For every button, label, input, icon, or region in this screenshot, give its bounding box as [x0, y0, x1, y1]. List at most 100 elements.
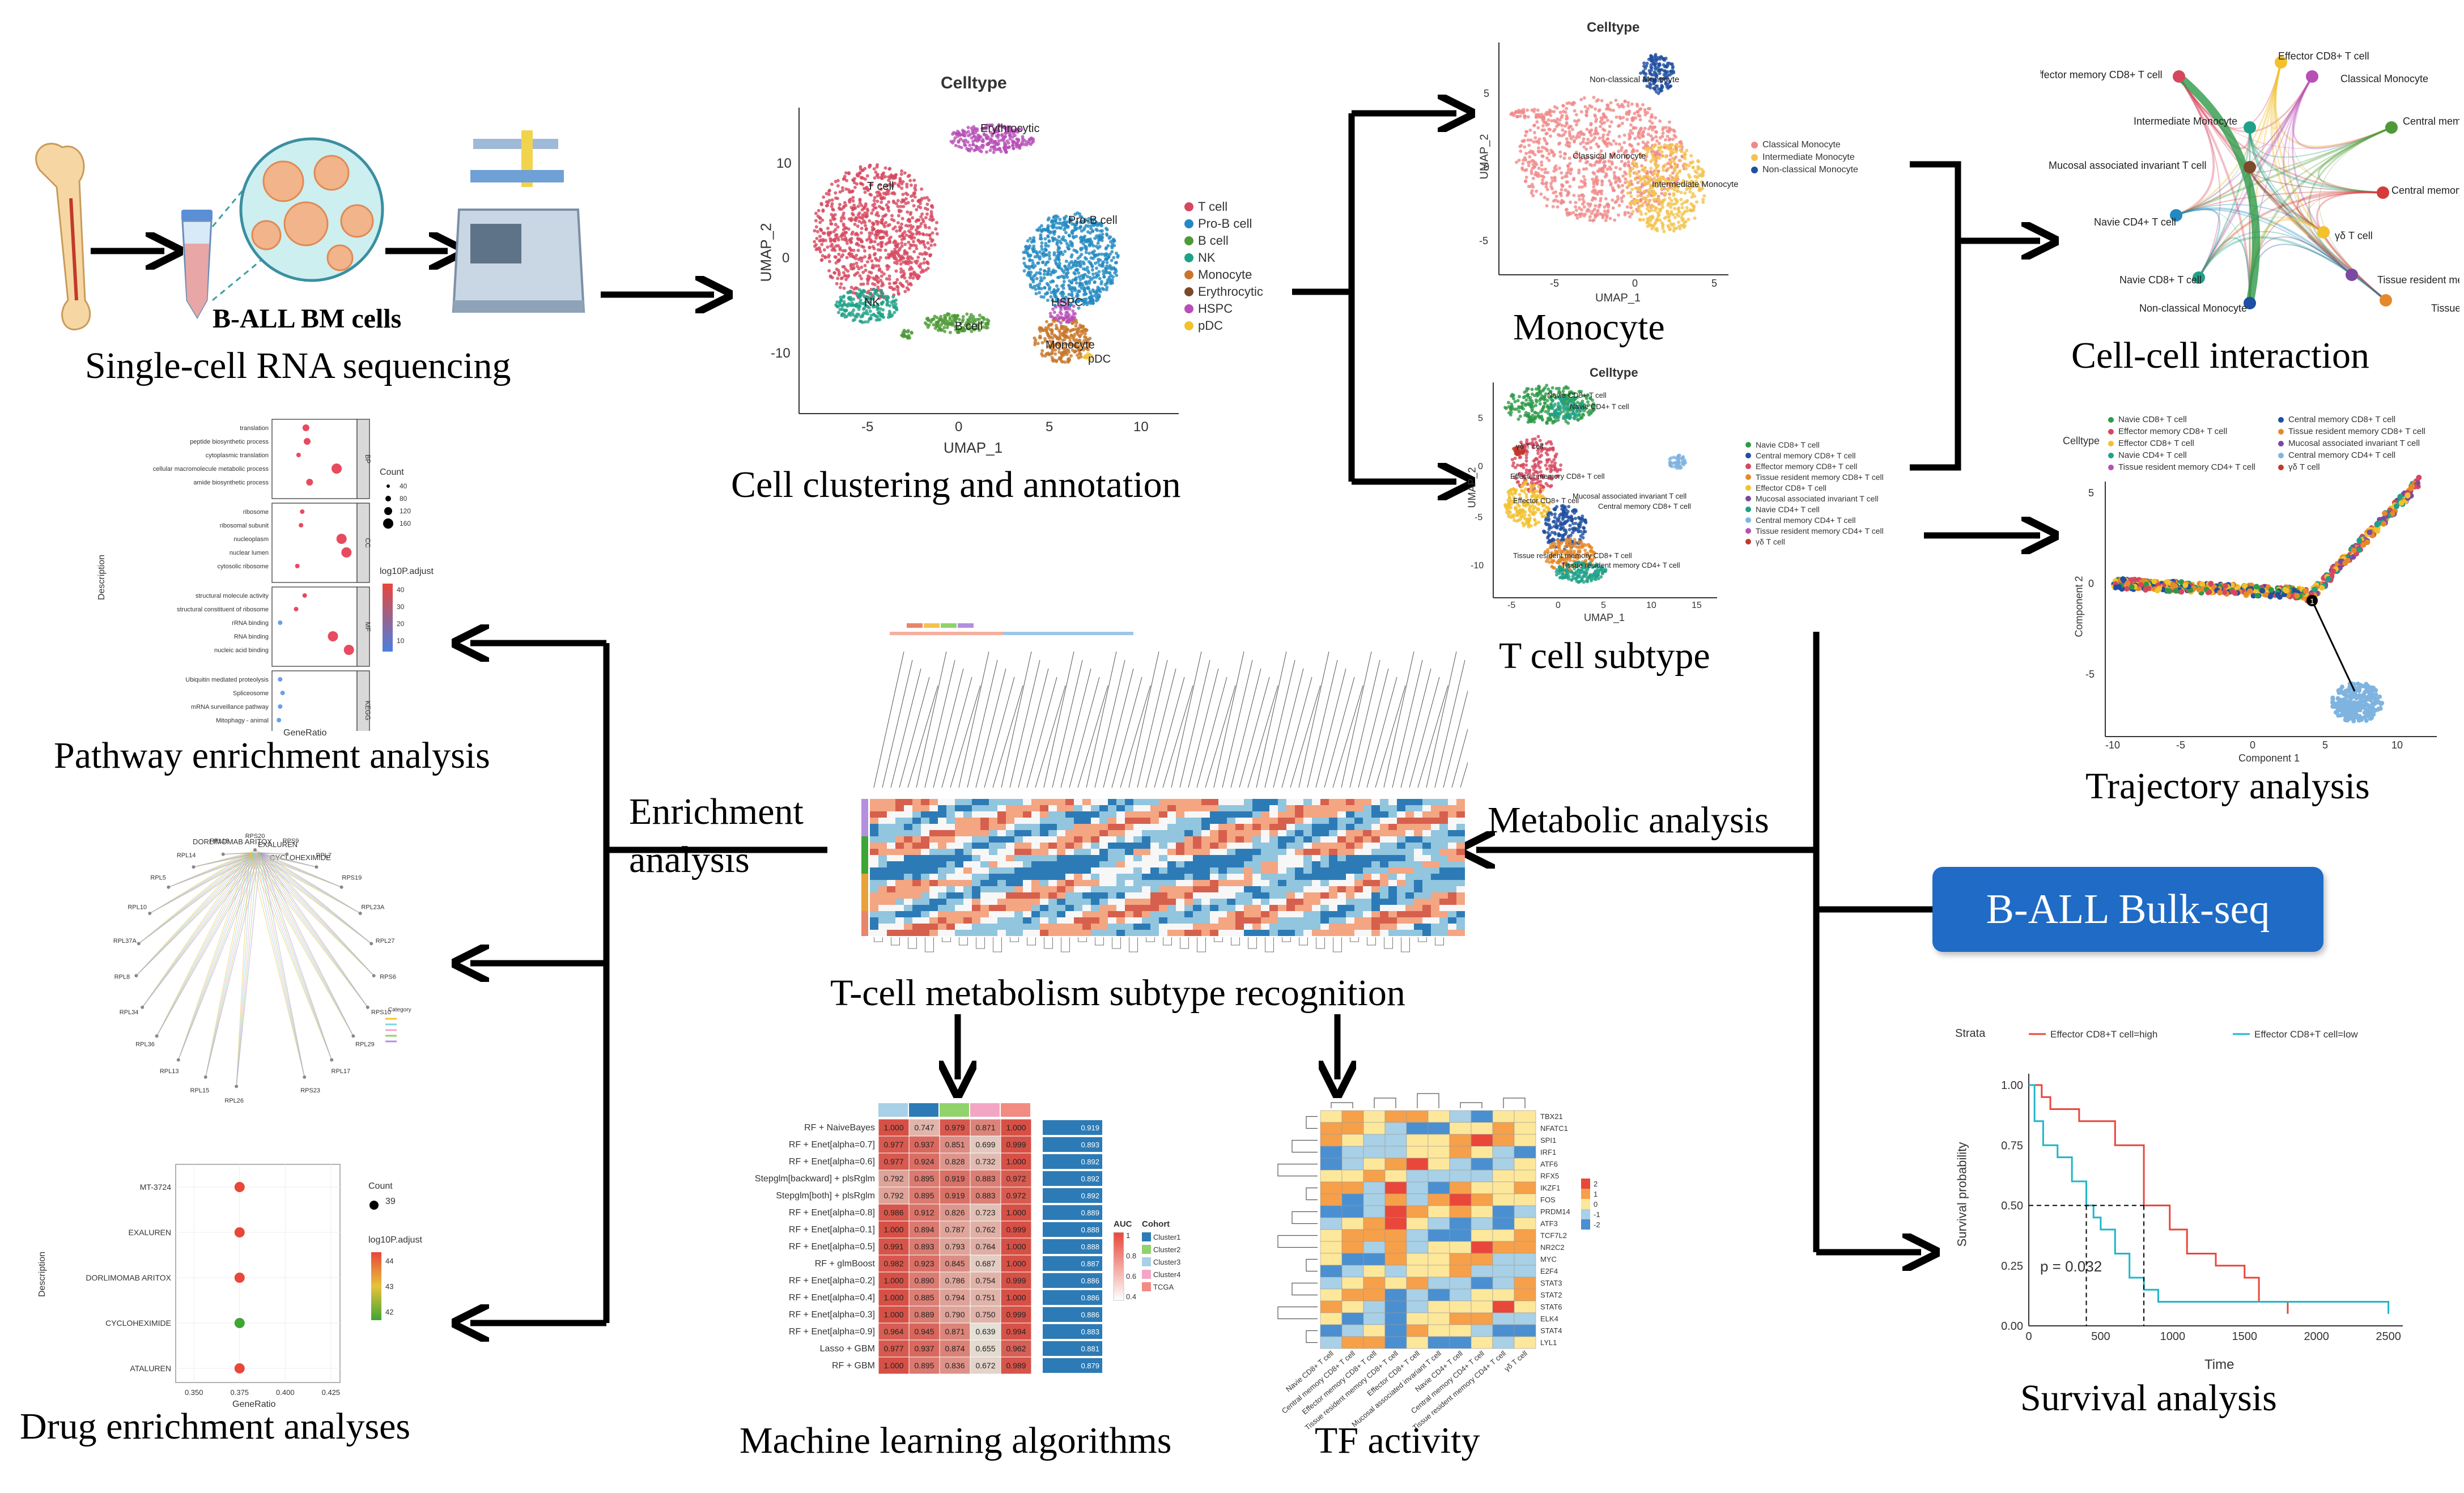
cell-dot — [1646, 110, 1650, 114]
cell-dot — [903, 276, 907, 280]
cell-dot — [1584, 147, 1588, 151]
cell-dot — [1541, 388, 1545, 392]
cell-dot — [838, 190, 842, 194]
cell-dot — [818, 220, 822, 224]
cell-dot — [1047, 216, 1051, 220]
cell-dot — [1586, 141, 1590, 145]
cell-dot — [1105, 261, 1109, 265]
cell-dot — [973, 327, 977, 331]
legend-swatch — [1184, 304, 1193, 313]
cell-dot — [1525, 438, 1529, 442]
cell-dot — [1592, 182, 1596, 186]
cell-dot — [1515, 114, 1519, 118]
cell-dot — [826, 227, 830, 231]
cell-dot — [881, 308, 885, 312]
cell-dot — [1056, 275, 1060, 279]
cell-dot — [865, 309, 869, 313]
cell-dot — [865, 260, 869, 264]
cell-dot — [1650, 121, 1654, 125]
cell-dot — [1087, 243, 1091, 246]
cell-dot — [879, 187, 883, 191]
cell-dot — [1609, 181, 1613, 185]
cell-dot — [987, 142, 991, 146]
cell-dot — [1662, 177, 1666, 181]
cell-dot — [1527, 508, 1531, 512]
cell-dot — [1588, 163, 1592, 167]
cell-dot — [1627, 112, 1631, 116]
cell-dot — [1640, 164, 1644, 168]
cell-dot — [1008, 133, 1012, 137]
cell-dot — [1639, 212, 1643, 216]
cell-dot — [1659, 182, 1663, 186]
cell-dot — [1576, 418, 1580, 422]
cell-dot — [1622, 133, 1626, 137]
cell-dot — [1628, 135, 1632, 139]
cell-dot — [1677, 209, 1681, 213]
cell-dot — [961, 318, 965, 322]
cell-dot — [1646, 204, 1650, 208]
cell-dot — [906, 330, 910, 334]
cell-dot — [1532, 517, 1536, 521]
cell-dot — [1678, 227, 1682, 231]
cell-dot — [1578, 185, 1582, 189]
cell-dot — [1566, 164, 1570, 168]
cell-dot — [929, 253, 933, 257]
cell-dot — [1605, 167, 1609, 171]
cell-dot — [1554, 419, 1558, 423]
cell-dot — [1658, 136, 1662, 140]
cell-dot — [922, 261, 926, 265]
cell-dot — [1649, 78, 1653, 82]
cell-dot — [1574, 150, 1578, 154]
cell-dot — [1592, 132, 1596, 136]
cell-dot — [842, 216, 846, 220]
cell-dot — [1524, 389, 1528, 393]
cell-dot — [1665, 77, 1669, 81]
cell-dot — [1105, 228, 1109, 232]
cell-dot — [1564, 130, 1567, 134]
cell-dot — [1669, 222, 1673, 226]
cell-dot — [1512, 397, 1516, 401]
cell-dot — [864, 269, 868, 273]
cluster-label: Monocyte — [1046, 339, 1095, 351]
cell-dot — [914, 188, 917, 192]
cell-dot — [1603, 160, 1607, 164]
cell-dot — [1653, 161, 1657, 165]
cell-dot — [961, 129, 965, 133]
cell-dot — [1069, 343, 1073, 347]
cell-dot — [1042, 276, 1046, 280]
cell-dot — [869, 317, 873, 321]
cell-dot — [1626, 160, 1630, 164]
cell-dot — [1561, 104, 1565, 108]
cell-dot — [860, 265, 864, 269]
cell-dot — [1560, 114, 1564, 118]
cell-dot — [1567, 396, 1571, 400]
cell-dot — [1664, 163, 1668, 167]
cell-dot — [1569, 137, 1573, 141]
legend-swatch — [1184, 253, 1193, 262]
cell-dot — [961, 314, 965, 318]
cell-dot — [882, 315, 886, 319]
cell-dot — [1103, 283, 1107, 287]
cell-dot — [1114, 251, 1118, 255]
cluster-t-cell — [813, 163, 939, 301]
cell-dot — [1097, 294, 1101, 297]
legend-label: T cell — [1198, 199, 1228, 214]
cell-dot — [1550, 179, 1554, 183]
cell-dot — [1595, 142, 1599, 146]
cell-dot — [1553, 516, 1557, 520]
cell-dot — [1649, 134, 1653, 138]
cell-dot — [872, 312, 876, 316]
cell-dot — [887, 274, 891, 278]
cell-dot — [1047, 287, 1051, 291]
cell-dot — [1632, 147, 1635, 151]
cell-dot — [1065, 315, 1069, 319]
cell-dot — [1532, 513, 1536, 517]
cell-dot — [1115, 274, 1119, 278]
cell-dot — [1550, 176, 1554, 180]
cell-dot — [1695, 171, 1699, 175]
cell-dot — [866, 188, 870, 192]
cell-dot — [1637, 113, 1641, 117]
cell-dot — [1026, 239, 1030, 243]
cell-dot — [1567, 132, 1571, 136]
